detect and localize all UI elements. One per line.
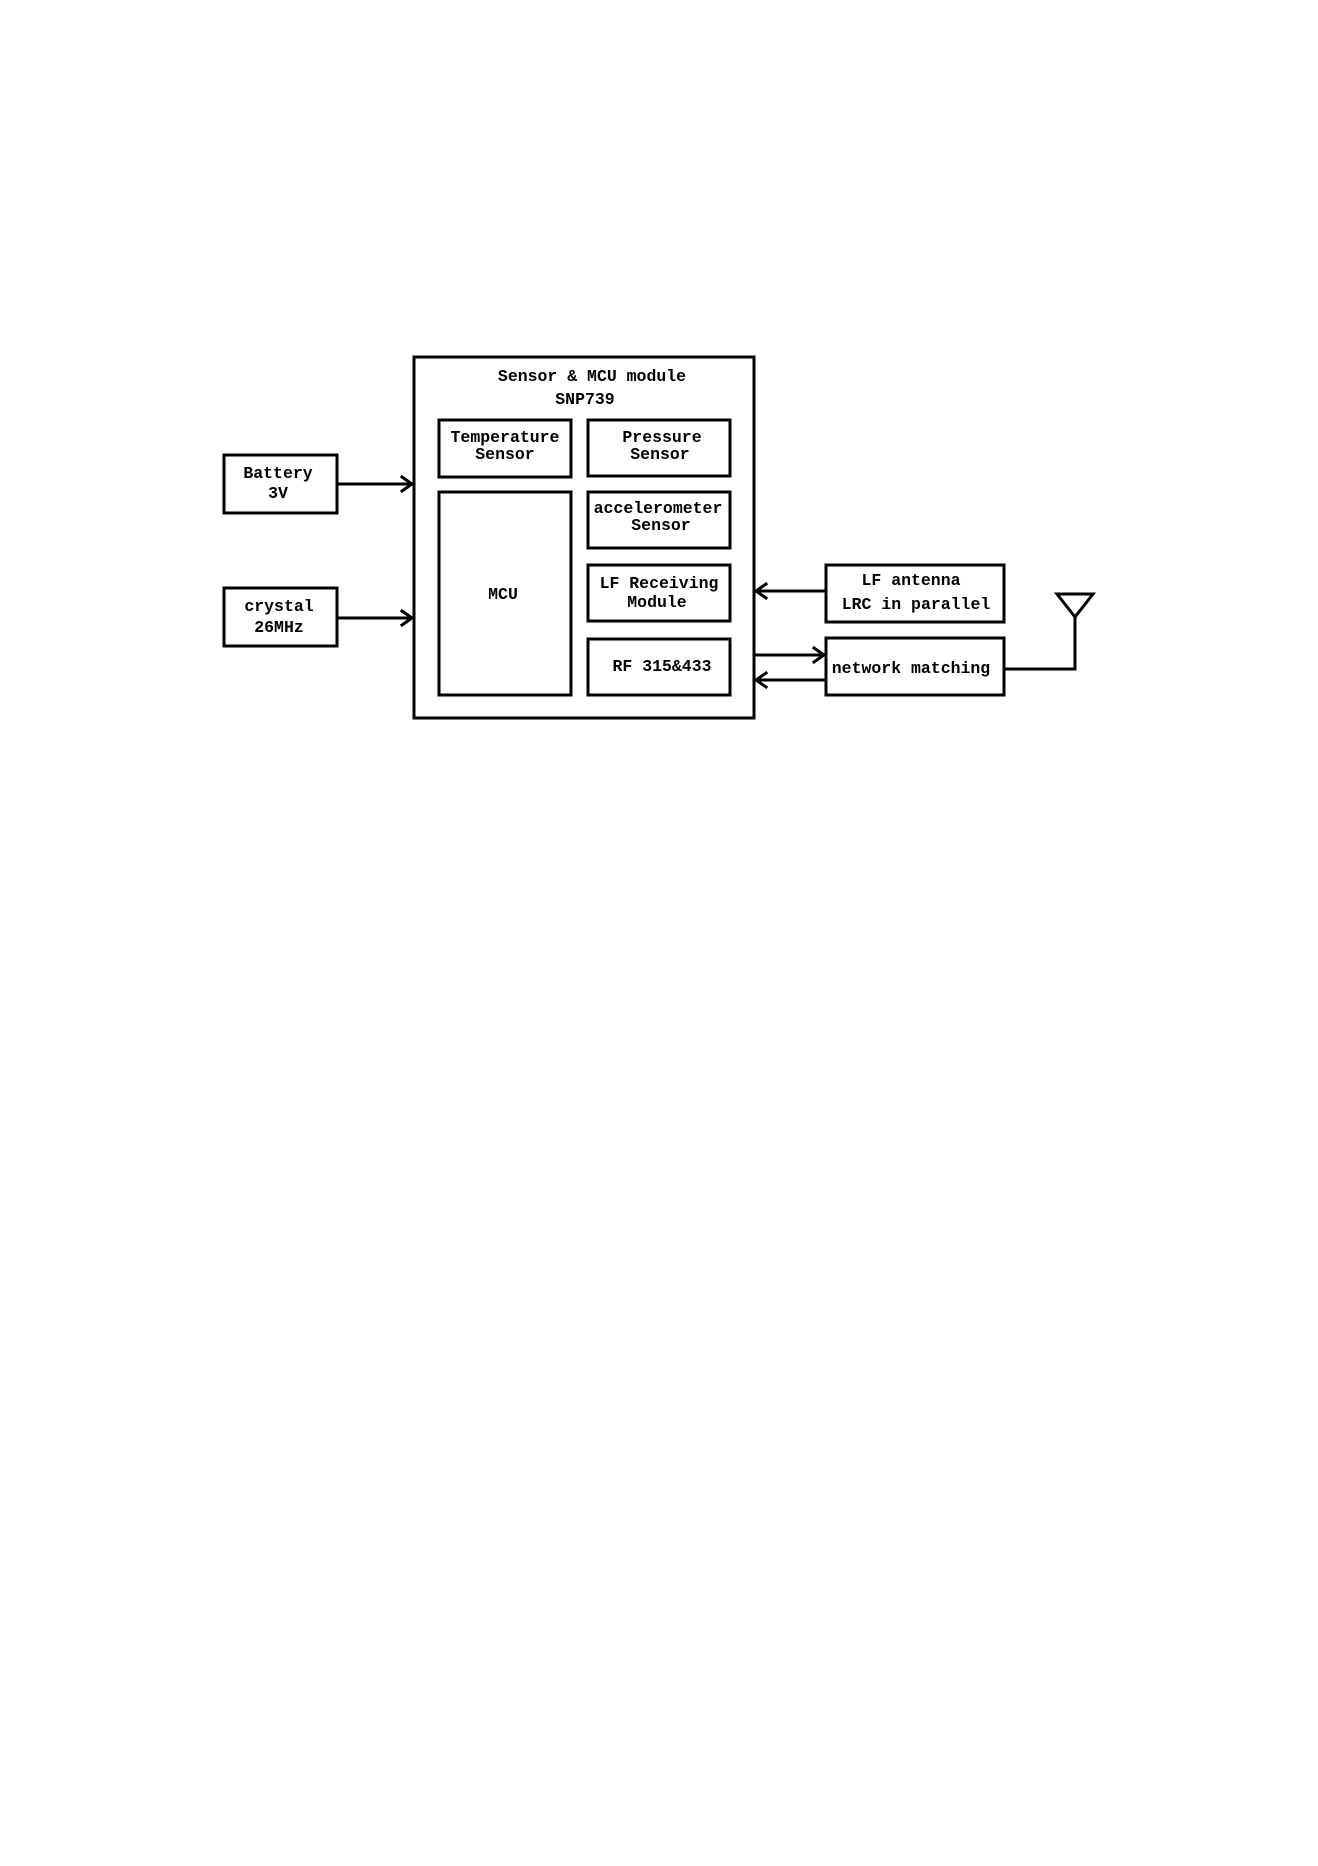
mcu-label: MCU [488,585,518,604]
lf-antenna-label-1: LF antenna [861,571,960,590]
module-part-number: SNP739 [555,390,614,409]
rf-label: RF 315&433 [612,657,711,676]
battery-to-module-arrow-icon [337,477,412,491]
network-matching-label: network matching [832,659,990,678]
crystal-to-module-arrow-icon [337,611,412,625]
temperature-sensor-block: Temperature Sensor [439,420,571,477]
lf-antenna-to-module-arrow-icon [756,584,826,598]
lf-receiving-module-label-2: Module [627,593,687,612]
module-title: Sensor & MCU module [498,367,686,386]
network-matching-block: network matching [826,638,1004,695]
lf-antenna-block: LF antenna LRC in parallel [826,565,1004,622]
lf-receiving-module-label-1: LF Receiving [600,574,719,593]
network-matching-to-module-arrow-icon [756,673,826,687]
temperature-sensor-label-2: Sensor [475,445,534,464]
lf-antenna-label-2: LRC in parallel [842,595,991,614]
battery-block: Battery 3V [224,455,337,513]
pressure-sensor-label-2: Sensor [630,445,689,464]
battery-label-2: 3V [268,484,288,503]
crystal-label-2: 26MHz [254,618,304,637]
battery-label-1: Battery [243,464,312,483]
rf-block: RF 315&433 [588,639,730,695]
accelerometer-sensor-label-2: Sensor [631,516,690,535]
module-to-network-matching-arrow-icon [754,648,824,662]
crystal-label-1: crystal [244,597,313,616]
pressure-sensor-block: Pressure Sensor [588,420,730,476]
crystal-block: crystal 26MHz [224,588,337,646]
accelerometer-sensor-block: accelerometer Sensor [588,492,730,548]
mcu-block: MCU [439,492,571,695]
antenna-icon [1004,594,1093,669]
lf-receiving-module-block: LF Receiving Module [588,565,730,621]
